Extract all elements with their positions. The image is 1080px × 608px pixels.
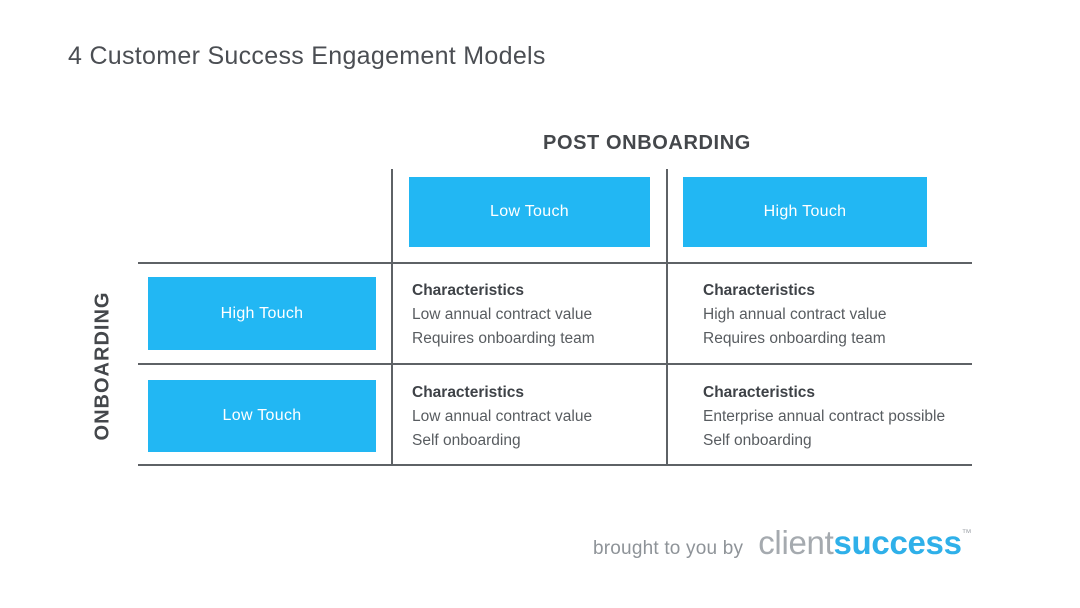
cell-high-touch-high-touch: Characteristics High annual contract val… [703,279,887,351]
cell-heading: Characteristics [703,282,816,299]
row-header-high-touch: High Touch [148,277,376,350]
attribution-text: brought to you by [593,538,744,559]
footer: brought to you by clientsuccess™ [593,524,972,562]
column-header-low-touch: Low Touch [409,177,650,247]
cell-line: Enterprise annual contract possible [703,408,946,425]
row-header-low-touch: Low Touch [148,380,376,452]
grid-line-horizontal-middle [138,363,972,365]
cell-high-touch-low-touch: Characteristics Low annual contract valu… [412,279,595,351]
logo-client-text: client [758,524,834,561]
cell-line: Requires onboarding team [703,330,886,347]
clientsuccess-logo: clientsuccess™ [758,524,971,562]
cell-line: Self onboarding [703,432,812,449]
grid-line-horizontal-top [138,262,972,264]
cell-heading: Characteristics [703,384,816,401]
grid-line-horizontal-bottom [138,464,972,466]
trademark-symbol: ™ [961,528,972,539]
cell-low-touch-high-touch: Characteristics Enterprise annual contra… [703,381,945,453]
cell-heading: Characteristics [412,282,525,299]
column-header-high-touch: High Touch [683,177,927,247]
logo-success-text: success [833,524,962,561]
cell-line: Requires onboarding team [412,330,595,347]
cell-low-touch-low-touch: Characteristics Low annual contract valu… [412,381,592,453]
cell-line: Low annual contract value [412,306,593,323]
cell-heading: Characteristics [412,384,525,401]
grid-line-vertical-right [666,169,668,465]
row-axis-label: ONBOARDING [91,291,114,441]
page-title: 4 Customer Success Engagement Models [68,42,546,70]
grid-line-vertical-left [391,169,393,465]
cell-line: High annual contract value [703,306,887,323]
column-axis-label: POST ONBOARDING [543,132,751,154]
cell-line: Low annual contract value [412,408,593,425]
cell-line: Self onboarding [412,432,521,449]
